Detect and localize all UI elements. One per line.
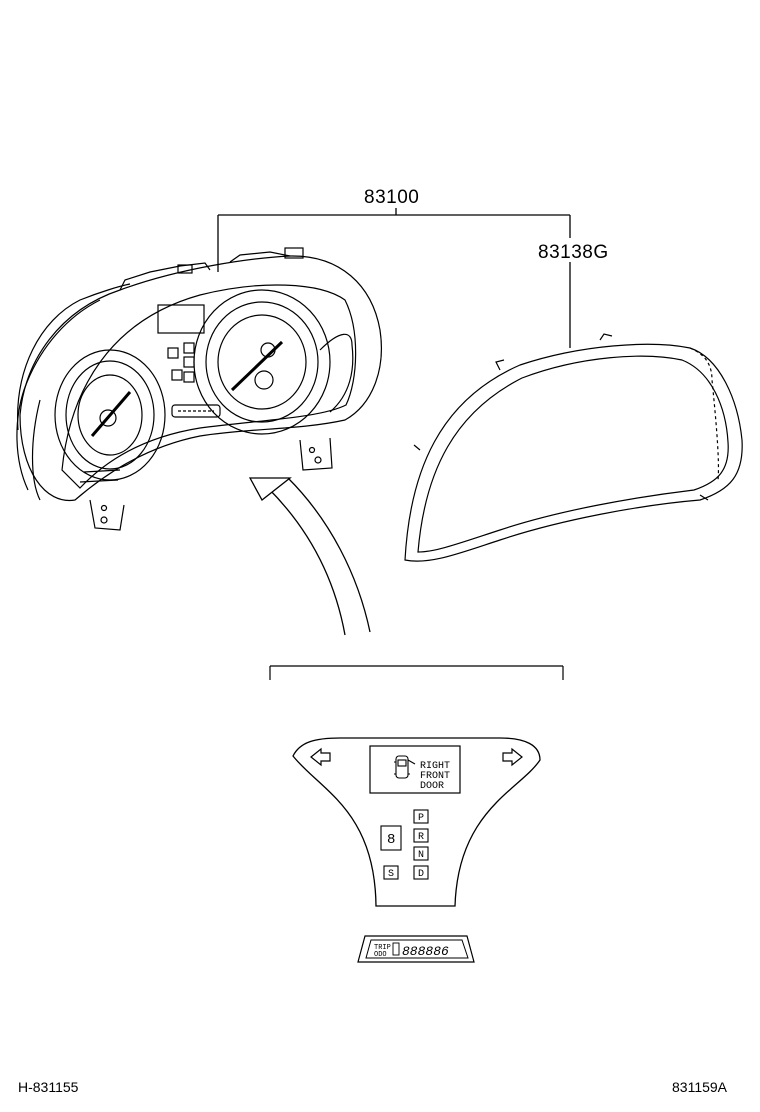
meter-lens [404, 333, 743, 562]
detail-bracket [269, 665, 564, 680]
turn-left-arrow-icon [310, 747, 331, 767]
sport-mode-box [383, 865, 399, 880]
odometer-display: TRIP ODO 888886 [357, 935, 475, 963]
gear-digit: 8 [387, 832, 395, 848]
gear-p-box [413, 809, 429, 824]
callout-83138g: 83138G [538, 242, 609, 263]
turn-right-arrow-icon [502, 747, 523, 767]
callout-83100: 83100 [364, 187, 419, 208]
gear-d: D [418, 869, 424, 880]
footer-right-code: 831159A [672, 1079, 728, 1095]
warning-line-2: FRONT [420, 771, 450, 782]
info-panel: RIGHT FRONT DOOR 8 P R N D S [292, 737, 541, 907]
sport-mode: S [388, 869, 394, 880]
odometer-digits: 888886 [402, 944, 449, 959]
gear-p: P [418, 813, 424, 824]
gear-d-box [413, 865, 429, 880]
callout-bracket [217, 208, 571, 348]
trip-label: TRIP [374, 944, 391, 952]
odo-label: ODO [374, 951, 387, 959]
warning-display [369, 745, 461, 794]
warning-line-3: DOOR [420, 781, 444, 792]
warning-line-1: RIGHT [420, 761, 450, 772]
gear-n: N [418, 850, 424, 861]
detail-pointer-arrow [248, 477, 371, 636]
gear-r: R [418, 832, 424, 843]
odometer-icon [392, 942, 400, 956]
gear-r-box [413, 828, 429, 843]
gear-digit-box [380, 825, 402, 851]
gear-n-box [413, 846, 429, 861]
combination-meter [16, 247, 382, 531]
car-door-icon [394, 755, 416, 779]
footer-left-code: H-831155 [18, 1079, 79, 1095]
